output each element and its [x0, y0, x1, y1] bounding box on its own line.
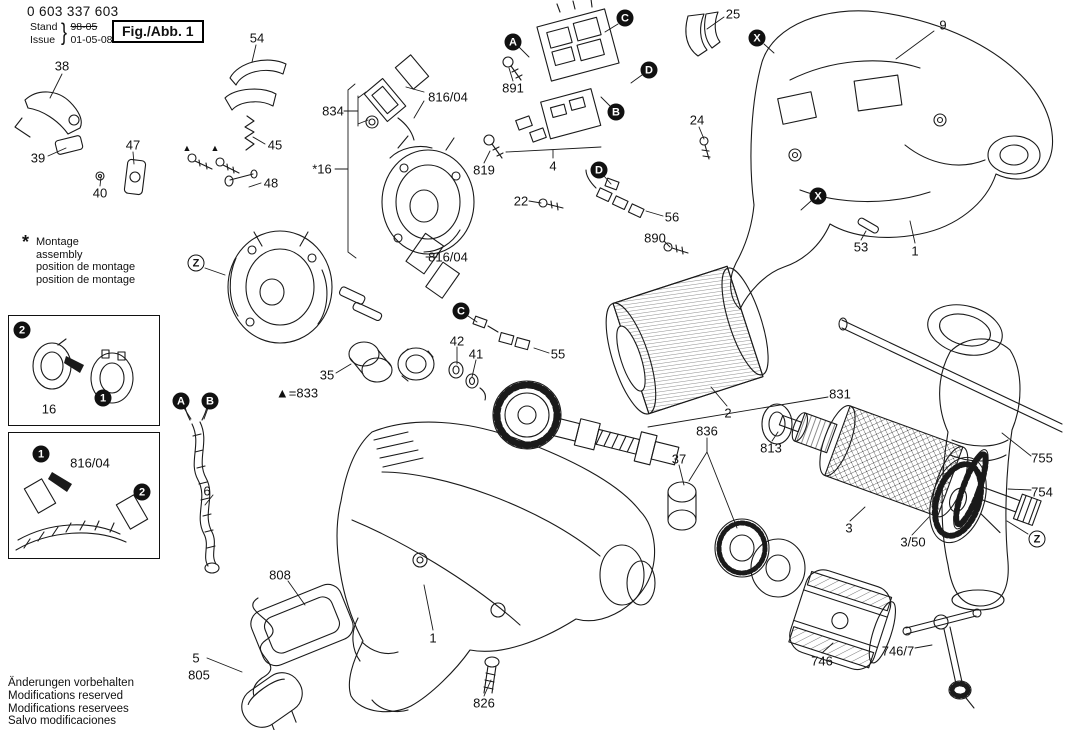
field-stator-drawing — [605, 265, 769, 415]
montage-line-de: Montage — [36, 236, 79, 248]
revision-block: Stand Issue } 98-05 01-05-08 — [30, 21, 113, 46]
impact-ratchet-drawing — [667, 481, 806, 598]
footer-line-en: Modifications reserved — [8, 689, 124, 702]
montage-line-fr: position de montage — [36, 261, 136, 273]
montage-line-fr2: position de montage — [36, 273, 136, 286]
stand-label: Stand — [30, 21, 58, 33]
asterisk-symbol: * — [22, 232, 30, 252]
montage-line-en: assembly — [36, 248, 83, 261]
connector-strips-drawing — [472, 169, 645, 351]
small-screws-drawing — [483, 56, 711, 255]
leader-lines — [47, 16, 1032, 697]
screw-826-drawing — [483, 656, 500, 694]
bearing-813-drawing — [761, 403, 793, 445]
side-handle-drawing — [838, 304, 1063, 611]
issue-value: 01-05-08 — [70, 33, 113, 46]
cord-sleeve-drawing — [184, 399, 220, 574]
cap-spring-drawing — [187, 59, 287, 187]
footer-line-es: Salvo modificaciones — [8, 715, 117, 728]
stand-value: 98-05 — [70, 21, 98, 33]
footer-line-fr: Modifications reservees — [8, 702, 129, 715]
revision-brace: } — [61, 19, 68, 47]
footer-line-de: Änderungen vorbehalten — [8, 677, 134, 689]
cover-plate-drawing — [250, 583, 354, 667]
document-part-number: 0 603 337 603 — [27, 4, 119, 19]
chuck-drawing — [788, 569, 896, 671]
issue-label: Issue — [30, 33, 56, 46]
main-housing-drawing — [336, 421, 656, 713]
inset2-drawing — [15, 472, 149, 551]
figure-label: Fig./Abb. 1 — [112, 20, 204, 43]
montage-note: * Montage assembly position de montage p… — [22, 232, 136, 286]
brush-holder-top-drawing — [363, 54, 430, 141]
bearing-plate-upper-drawing — [381, 135, 475, 299]
chuck-key-drawing — [902, 608, 982, 709]
clutch-lever-drawing — [14, 91, 147, 196]
armature-drawing — [778, 405, 1042, 530]
sleeve-nut-washers-drawing — [348, 341, 486, 401]
switch-drawing — [515, 0, 620, 143]
bearing-plate-lower-drawing — [227, 230, 383, 344]
footer-notes: Änderungen vorbehalten Modifications res… — [8, 677, 134, 728]
motor-housing-drawing — [730, 10, 1054, 310]
clamp-25-drawing — [685, 11, 721, 57]
inset1-drawing — [32, 338, 134, 404]
power-cord-drawing — [241, 597, 303, 730]
gear-spindle-drawing — [492, 380, 680, 466]
